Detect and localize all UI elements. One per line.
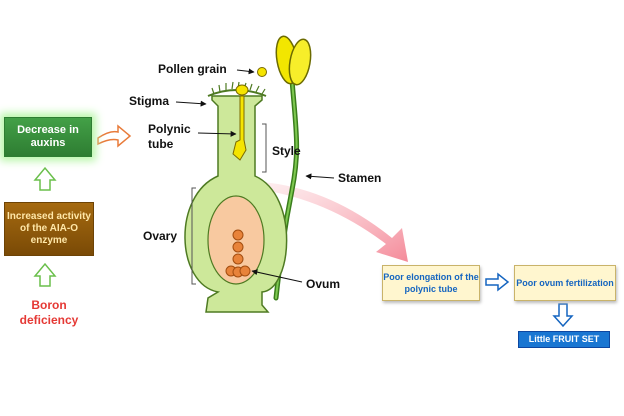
ovary-bracket	[191, 187, 196, 285]
ovum-pointer	[251, 269, 303, 283]
little-fruit-set-box: Little FRUIT SET	[518, 331, 610, 348]
pink-flow-arrow	[262, 182, 408, 262]
stamen-pointer	[305, 173, 335, 180]
pistil	[184, 81, 288, 313]
pollen-grain	[257, 67, 267, 77]
style-bracket	[262, 123, 267, 173]
stigma-label: Stigma	[129, 94, 170, 108]
boron-deficiency-text: Boron deficiency	[19, 298, 79, 327]
poor-elongation-box: Poor elongation of the polynic tube	[382, 265, 480, 301]
down-arrow-icon	[552, 303, 574, 328]
right-arrow-icon	[485, 272, 510, 292]
anther	[275, 35, 312, 86]
pollen-grain-label: Pollen grain	[158, 62, 227, 76]
decrease-auxins-box: Decrease in auxins	[4, 117, 92, 157]
up-arrow-icon	[33, 166, 57, 191]
polynic-tube-label: Polynic tube	[148, 122, 191, 151]
ovary-label: Ovary	[143, 229, 178, 243]
poor-ovum-box: Poor ovum fertilization	[514, 265, 616, 301]
up-arrow-icon	[33, 262, 57, 287]
stamen-label: Stamen	[338, 171, 382, 185]
right-arrow-icon	[97, 124, 132, 148]
polynic-pointer	[197, 130, 237, 137]
polynic-tube	[232, 84, 249, 161]
stigma-pointer	[175, 100, 207, 107]
increased-activity-box: Increased activity of the AIA-O enzyme	[4, 202, 94, 256]
pollen-pointer	[236, 68, 255, 75]
style-label: Style	[272, 144, 301, 158]
ovum	[225, 265, 251, 278]
ovum-label: Ovum	[306, 277, 341, 291]
